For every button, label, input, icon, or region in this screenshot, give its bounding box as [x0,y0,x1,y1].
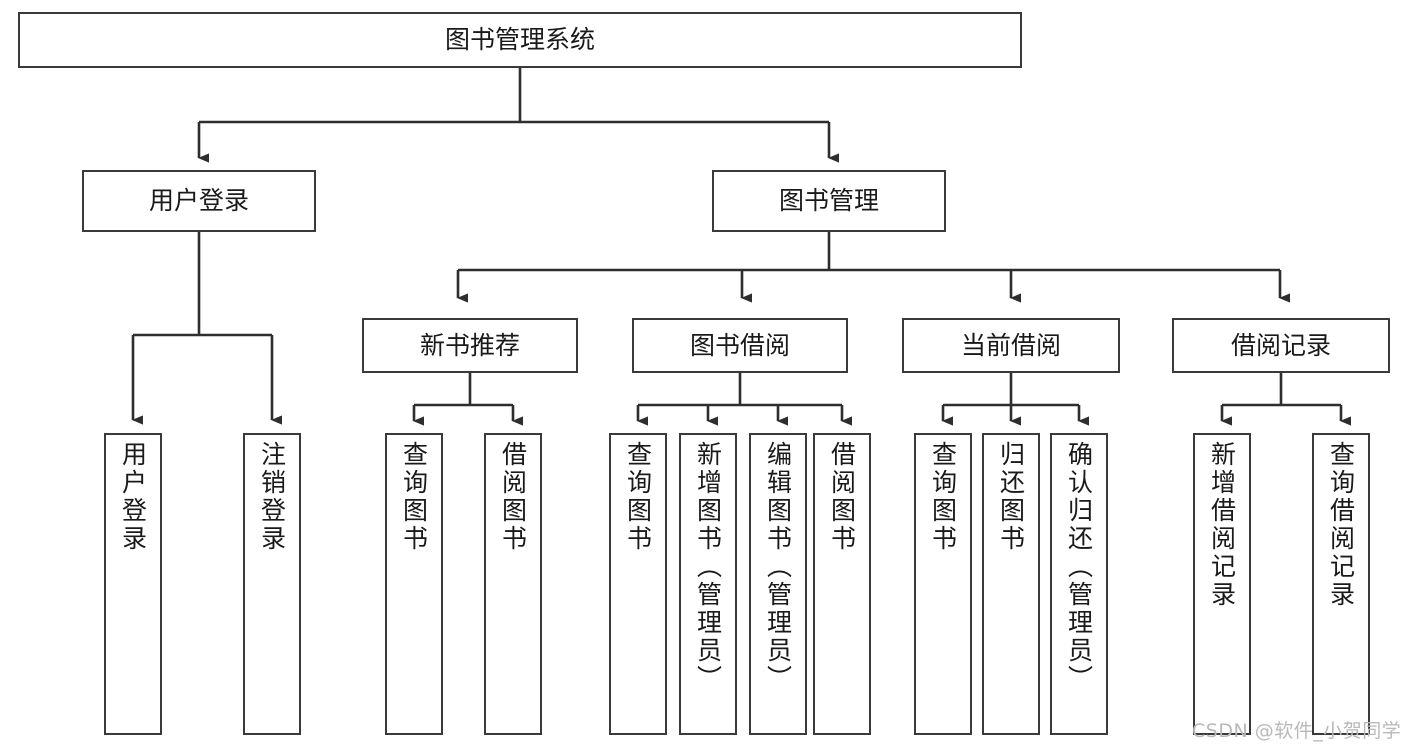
node-book-management[interactable]: 图书管理 [712,170,946,232]
node-label: 查询图书 [928,441,958,553]
node-label: 新增图书（管理员） [693,441,723,693]
leaf-recommend-borrow-book[interactable]: 借阅图书 [484,433,542,735]
node-label: 用户登录 [118,441,148,553]
node-label: 借阅记录 [1230,330,1331,360]
leaf-borrow-query-book[interactable]: 查询图书 [609,433,667,735]
leaf-borrow-edit-book-admin[interactable]: 编辑图书（管理员） [749,433,807,735]
leaf-user-login-logout[interactable]: 注销登录 [243,433,301,735]
node-label: 查询图书 [623,441,653,553]
node-root-system[interactable]: 图书管理系统 [18,12,1022,68]
node-user-login[interactable]: 用户登录 [82,170,316,232]
node-label: 新书推荐 [419,330,520,360]
leaf-current-return-book[interactable]: 归还图书 [982,433,1040,735]
node-label: 借阅图书 [827,441,857,553]
node-label: 查询借阅记录 [1326,441,1356,609]
leaf-recommend-query-book[interactable]: 查询图书 [385,433,443,735]
leaf-current-query-book[interactable]: 查询图书 [914,433,972,735]
leaf-user-login-login[interactable]: 用户登录 [104,433,162,735]
csdn-watermark: CSDN @软件_小贺同学 [1192,720,1402,742]
node-label: 确认归还（管理员） [1064,441,1094,693]
leaf-current-confirm-return-admin[interactable]: 确认归还（管理员） [1050,433,1108,735]
leaf-record-query-record[interactable]: 查询借阅记录 [1312,433,1370,735]
node-label: 图书管理系统 [444,25,595,55]
node-current-borrow[interactable]: 当前借阅 [902,318,1120,373]
leaf-record-add-record[interactable]: 新增借阅记录 [1193,433,1251,735]
node-label: 查询图书 [399,441,429,553]
leaf-borrow-borrow-book[interactable]: 借阅图书 [813,433,871,735]
node-label: 借阅图书 [498,441,528,553]
node-borrow-record[interactable]: 借阅记录 [1172,318,1390,373]
node-label: 用户登录 [148,186,249,216]
node-label: 图书借阅 [689,330,790,360]
node-book-borrow[interactable]: 图书借阅 [632,318,848,373]
node-label: 图书管理 [778,186,879,216]
node-label: 当前借阅 [960,330,1061,360]
node-label: 新增借阅记录 [1207,441,1237,609]
leaf-borrow-add-book-admin[interactable]: 新增图书（管理员） [679,433,737,735]
node-label: 注销登录 [257,441,287,553]
node-label: 归还图书 [996,441,1026,553]
node-label: 编辑图书（管理员） [763,441,793,693]
node-new-book-recommend[interactable]: 新书推荐 [362,318,578,373]
